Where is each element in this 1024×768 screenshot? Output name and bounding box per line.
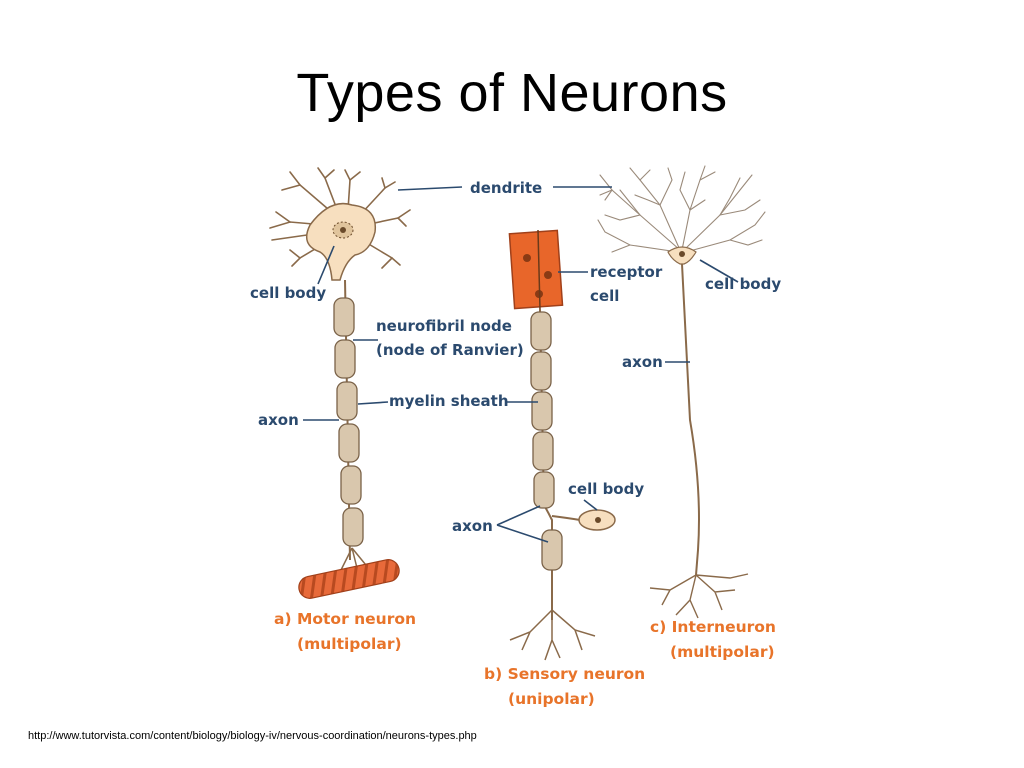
muscle-fiber xyxy=(298,559,400,599)
caption-sensory-neuron: b) Sensory neuron xyxy=(484,665,645,683)
label-receptor-cell: cell xyxy=(590,287,619,305)
sensory-neuron xyxy=(508,229,616,661)
label-dendrite: dendrite xyxy=(470,179,542,197)
label-receptor: receptor xyxy=(590,263,663,281)
caption-interneuron: c) Interneuron xyxy=(650,618,776,636)
label-cell-body-sensory: cell body xyxy=(568,480,644,498)
label-axon-motor: axon xyxy=(258,411,299,429)
source-url: http://www.tutorvista.com/content/biolog… xyxy=(28,730,477,742)
caption-motor-neuron: a) Motor neuron xyxy=(274,610,416,628)
interneuron-dendrites xyxy=(597,165,766,253)
motor-cell-body xyxy=(305,202,377,281)
interneuron xyxy=(597,165,766,619)
caption-interneuron-type: (multipolar) xyxy=(670,643,775,661)
label-neurofibril-node: neurofibril node xyxy=(376,317,512,335)
caption-motor-type: (multipolar) xyxy=(297,635,402,653)
leader-lines xyxy=(303,186,739,543)
label-axon-sensory: axon xyxy=(452,517,493,535)
receptor-cell xyxy=(508,229,564,310)
motor-dendrites xyxy=(269,167,411,269)
label-axon-inter: axon xyxy=(622,353,663,371)
label-cell-body-inter: cell body xyxy=(705,275,781,293)
sensory-myelin-sheath xyxy=(530,311,563,571)
caption-sensory-type: (unipolar) xyxy=(508,690,595,708)
interneuron-axon xyxy=(681,263,700,576)
label-cell-body-motor: cell body xyxy=(250,284,326,302)
label-node-of-ranvier: (node of Ranvier) xyxy=(376,341,524,359)
motor-neuron xyxy=(269,167,411,599)
label-myelin-sheath: myelin sheath xyxy=(389,392,509,410)
slide-title: Types of Neurons xyxy=(296,63,728,123)
motor-myelin-sheath xyxy=(333,297,364,547)
